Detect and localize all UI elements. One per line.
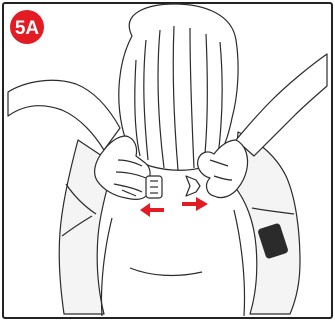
hair <box>119 4 238 170</box>
buckle-female <box>146 176 162 198</box>
step-badge: 5A <box>10 10 44 44</box>
step-badge-label: 5A <box>15 18 40 39</box>
